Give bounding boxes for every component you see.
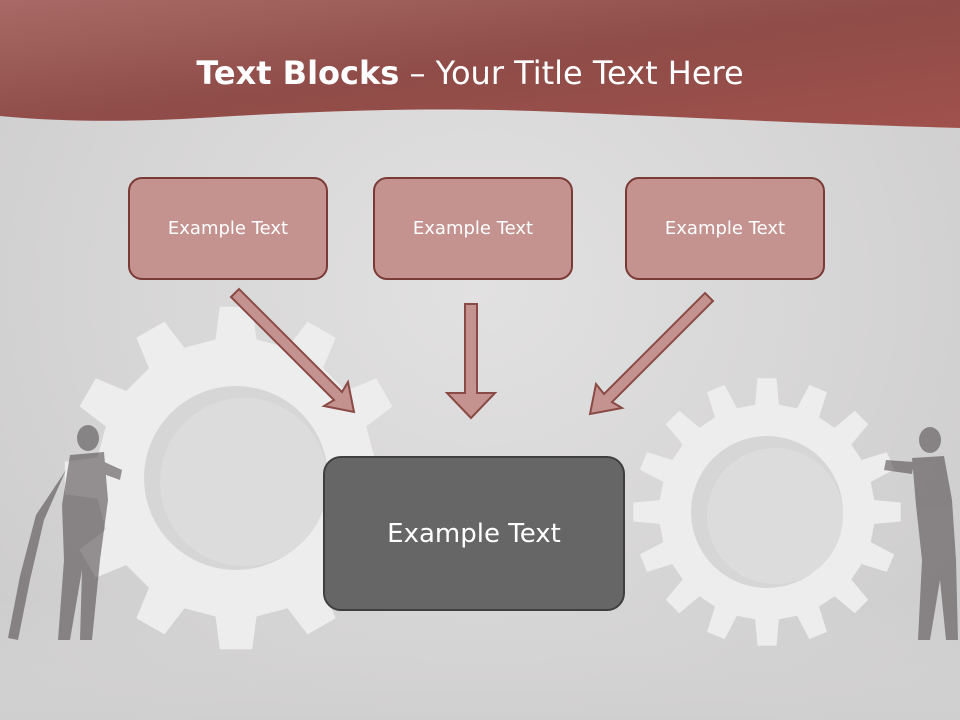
arrow-down-icon: [444, 303, 498, 420]
arrow-down-right-icon: [229, 287, 356, 414]
text-block-2[interactable]: Example Text: [373, 177, 573, 280]
arrow-down-left-icon: [588, 291, 715, 416]
title-rest: Your Title Text Here: [435, 54, 744, 92]
text-block-1[interactable]: Example Text: [128, 177, 328, 280]
businessman-figure: [884, 427, 958, 640]
header-band: [0, 0, 960, 128]
gear-icon: [633, 378, 901, 646]
text-block-3[interactable]: Example Text: [625, 177, 825, 280]
gear-icon: [64, 306, 408, 650]
businessman-figure: [8, 425, 122, 640]
title-dash: –: [399, 54, 436, 92]
title-bold: Text Blocks: [196, 54, 400, 92]
slide-title: Text Blocks – Your Title Text Here: [0, 54, 940, 92]
main-text-block[interactable]: Example Text: [323, 456, 625, 611]
